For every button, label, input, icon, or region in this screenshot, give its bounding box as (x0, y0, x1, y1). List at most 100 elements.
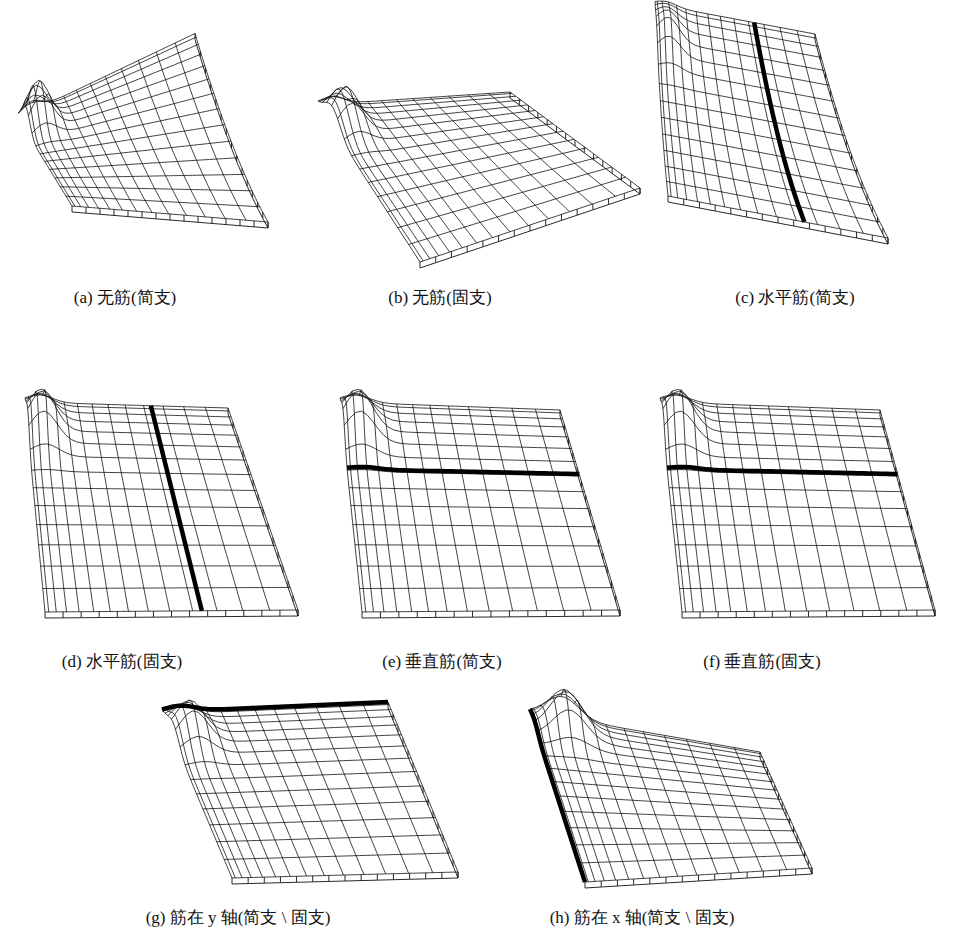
slab-edge (880, 610, 881, 616)
slab-edge (815, 40, 888, 244)
mesh-line (531, 694, 761, 754)
mesh-line (579, 855, 806, 863)
slab-edge (261, 610, 262, 616)
mesh-line (733, 405, 766, 612)
mesh-line (33, 488, 256, 491)
panel-caption: (h) 筋在 x 轴(简支 \ 固支) (550, 906, 735, 929)
slab-edge (467, 246, 468, 252)
slab-edge (135, 611, 136, 617)
mesh-line (760, 752, 812, 868)
mesh-line (370, 398, 397, 611)
mesh-line (512, 408, 564, 610)
mesh-line (105, 76, 168, 214)
mesh-line (717, 404, 748, 612)
mesh-line (32, 470, 251, 475)
slab-edge (931, 596, 932, 602)
slab-edge (435, 611, 436, 617)
mesh-line (195, 34, 268, 223)
slab-edge (601, 881, 602, 887)
slab-edge (856, 169, 857, 175)
mesh-line (810, 407, 854, 610)
slab-edge (362, 612, 363, 618)
rib-stiffener (162, 702, 388, 709)
panel-caption: (a) 无筋(简支) (74, 286, 176, 309)
mesh-line (197, 786, 423, 794)
slab-edge (409, 873, 410, 879)
mesh-line (92, 404, 128, 611)
slab-edge (491, 611, 492, 617)
mesh-line (764, 24, 818, 224)
slab-edge (585, 496, 586, 502)
slab-edge (760, 758, 812, 874)
mesh-line (172, 705, 242, 878)
slab-edge (760, 752, 761, 758)
slab-edge (682, 612, 683, 618)
slab-edge (793, 220, 794, 226)
slab-edge (273, 538, 274, 544)
slab-edge (243, 610, 244, 616)
mesh-line (27, 389, 234, 425)
slab-edge (903, 496, 904, 502)
slab-edge (398, 612, 399, 618)
mesh-line (30, 444, 246, 460)
mesh-line (788, 407, 829, 611)
slab-edge (236, 156, 237, 162)
mesh-line (675, 545, 917, 546)
mesh-line (381, 101, 492, 238)
slab-edge (872, 235, 873, 241)
slab-edge (200, 51, 201, 57)
mesh-line (23, 54, 202, 108)
slab-edge (561, 214, 562, 220)
slab-edge (510, 98, 640, 194)
plate-mesh (318, 87, 640, 268)
mesh-line (19, 37, 196, 113)
slab-edge (730, 873, 731, 879)
slab-edge (247, 180, 248, 186)
mesh-line (156, 52, 225, 219)
mesh-line (228, 408, 298, 610)
slab-edge (927, 581, 928, 587)
mesh-line (660, 101, 845, 136)
slab-edge (872, 206, 873, 212)
mesh-line (378, 148, 586, 197)
slab-edge (844, 611, 845, 617)
mesh-line (39, 544, 276, 546)
slab-edge (584, 147, 585, 153)
mesh-line (734, 19, 777, 217)
slab-edge (887, 439, 888, 445)
slab-edge (820, 54, 821, 60)
slab-edge (221, 114, 222, 120)
mesh-line (663, 391, 887, 437)
slab-edge (577, 209, 578, 215)
slab-edge (826, 611, 827, 617)
slab-edge (779, 870, 780, 876)
slab-edge (215, 99, 216, 105)
mesh-line (32, 93, 214, 133)
slab-edge (572, 453, 573, 459)
slab-edge (840, 229, 841, 235)
mesh-line (108, 404, 148, 611)
mesh-line (855, 409, 906, 610)
mesh-line (430, 97, 548, 218)
slab-edge (812, 868, 813, 874)
mesh-line (327, 88, 521, 114)
slab-edge (184, 215, 185, 221)
mesh-line (430, 405, 468, 611)
slab-edge (754, 611, 755, 617)
mesh-line (367, 102, 476, 243)
slab-edge (835, 108, 836, 114)
mesh-line (413, 405, 448, 612)
mesh-line (205, 407, 269, 610)
slab-edge (790, 611, 791, 617)
slab-edge (585, 874, 812, 888)
panel-caption: (g) 筋在 y 轴(简支 \ 固支) (146, 906, 331, 929)
slab-edge (99, 612, 100, 618)
mesh-line (589, 717, 643, 878)
slab-edge (880, 416, 935, 616)
plate-mesh (655, 1, 888, 244)
slab-edge (883, 424, 884, 430)
slab-edge (398, 726, 399, 732)
mesh-line (490, 407, 538, 610)
mesh-line (66, 196, 260, 207)
